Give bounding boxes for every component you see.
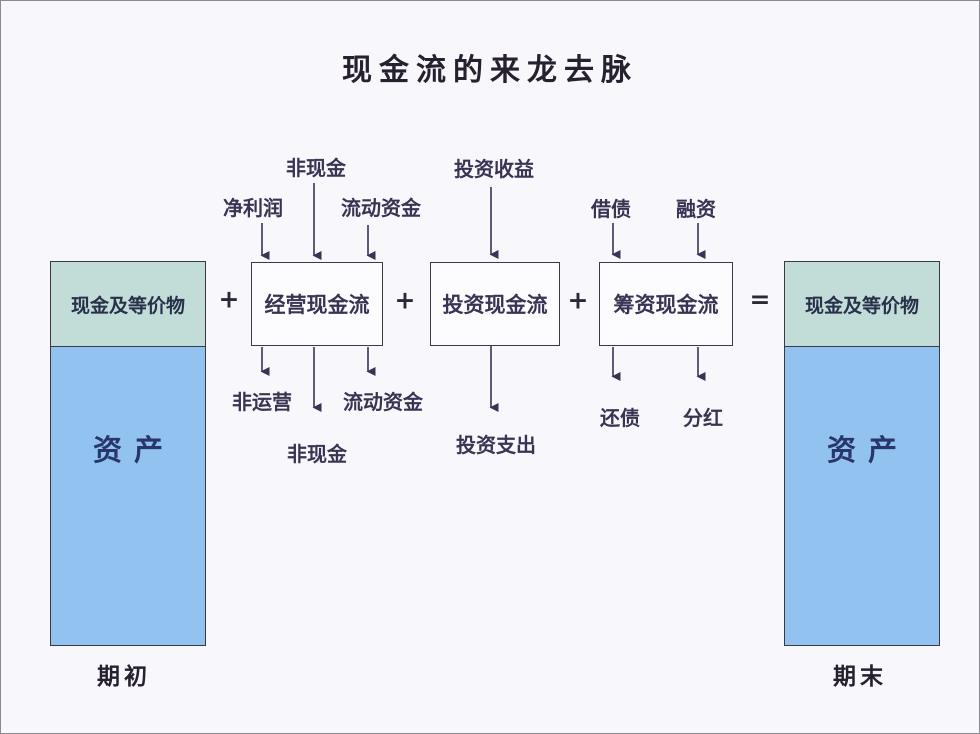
- label-financing: 融资: [676, 199, 716, 221]
- assets-section-beginning: 资产: [51, 347, 205, 645]
- label-net-profit: 净利润: [223, 198, 283, 220]
- cash-equivalents-section-beginning: 现金及等价物: [51, 262, 205, 347]
- label-debt-repayment: 还债: [600, 408, 640, 430]
- investing-cash-flow-box: 投资现金流: [430, 262, 560, 346]
- label-working-capital-out: 流动资金: [343, 392, 423, 414]
- plus-operator-2: +: [394, 285, 416, 315]
- balance-column-beginning: 现金及等价物 资产: [50, 261, 206, 646]
- period-label-beginning: 期初: [97, 664, 151, 689]
- diagram-title: 现金流的来龙去脉: [342, 54, 638, 87]
- assets-section-end: 资产: [785, 347, 939, 645]
- label-borrowing: 借债: [591, 199, 631, 221]
- label-non-cash-out: 非现金: [287, 444, 347, 466]
- financing-cash-flow-box: 筹资现金流: [599, 262, 733, 346]
- label-non-cash-in: 非现金: [286, 158, 346, 180]
- label-investment-expense: 投资支出: [456, 435, 536, 457]
- plus-operator-3: +: [567, 285, 589, 315]
- label-non-operating-out: 非运营: [232, 392, 292, 414]
- label-investment-income: 投资收益: [454, 159, 534, 181]
- cash-equivalents-section-end: 现金及等价物: [785, 262, 939, 347]
- label-dividends: 分红: [683, 408, 723, 430]
- period-label-end: 期末: [833, 664, 887, 689]
- operating-cash-flow-box: 经营现金流: [251, 262, 383, 346]
- balance-column-end: 现金及等价物 资产: [784, 261, 940, 646]
- plus-operator-1: +: [218, 284, 240, 314]
- label-working-capital-in: 流动资金: [341, 198, 421, 220]
- equals-operator: =: [749, 284, 771, 314]
